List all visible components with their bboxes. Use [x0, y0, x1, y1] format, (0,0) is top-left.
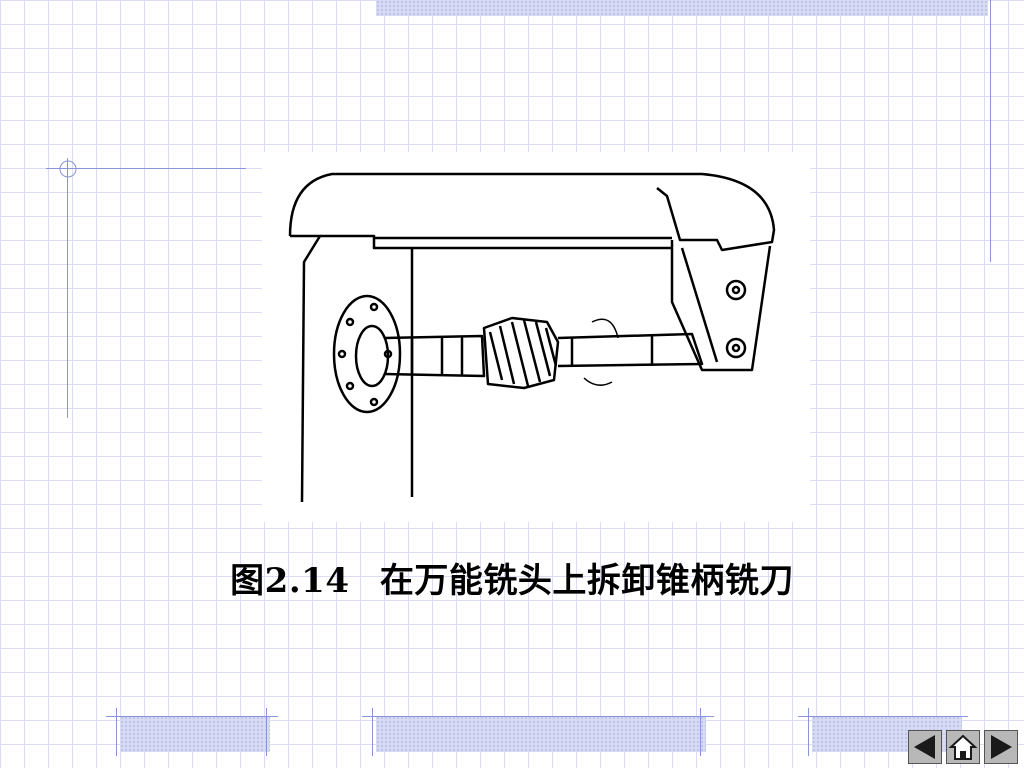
bottom-decor-hline-2: [362, 716, 714, 717]
triangle-left-icon: [914, 735, 935, 759]
bottom-decor-vline-2b: [700, 708, 701, 756]
next-slide-button[interactable]: [984, 730, 1018, 764]
bottom-decor-vline-1b: [266, 708, 267, 756]
bottom-decor-vline-3a: [808, 708, 809, 756]
bottom-decor-hline-1: [106, 716, 278, 717]
bottom-decor-band-1: [120, 716, 270, 752]
left-decor-vline: [67, 158, 68, 418]
prev-slide-button[interactable]: [908, 730, 942, 764]
caption-text: 在万能铣头上拆卸锥柄铣刀: [379, 561, 794, 601]
crosshair-circle-icon: [59, 160, 77, 178]
bottom-decor-vline-2a: [372, 708, 373, 756]
bottom-decor-band-2: [376, 716, 706, 752]
home-button[interactable]: [946, 730, 980, 764]
caption-number: 图2.14: [230, 561, 350, 601]
milling-head-figure: [262, 152, 810, 522]
figure-caption: 图2.14 在万能铣头上拆卸锥柄铣刀: [0, 553, 1024, 602]
left-decor-hline: [46, 168, 246, 169]
house-icon: [948, 734, 978, 760]
right-decor-line: [990, 0, 991, 262]
bottom-decor-hline-3: [798, 716, 968, 717]
top-decor-band: [376, 0, 988, 16]
milling-head-drawing: [288, 172, 776, 503]
bottom-decor-vline-1a: [116, 708, 117, 756]
triangle-right-icon: [991, 735, 1012, 759]
